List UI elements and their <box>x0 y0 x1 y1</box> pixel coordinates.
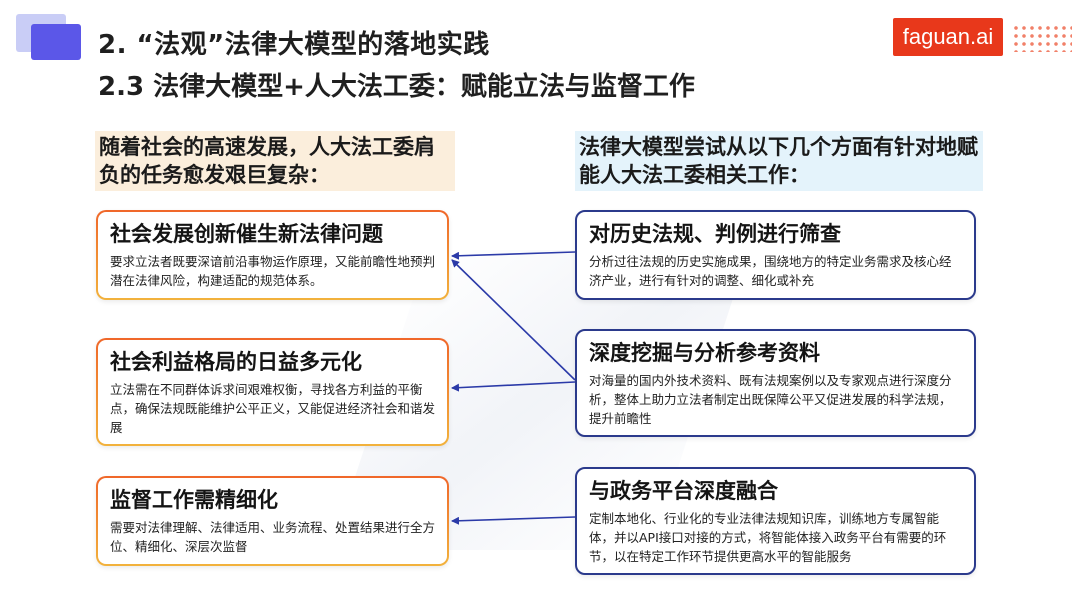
left-card-3: 监督工作需精细化 需要对法律理解、法律适用、业务流程、处置结果进行全方位、精细化… <box>96 476 449 566</box>
left-card-2-title: 社会利益格局的日益多元化 <box>110 350 362 374</box>
right-card-3-title: 与政务平台深度融合 <box>589 479 778 503</box>
arrow-2-to-left-2 <box>451 381 576 392</box>
right-card-3-body: 定制本地化、行业化的专业法律法规知识库，训练地方专属智能体，并以API接口对接的… <box>589 511 947 564</box>
right-intro: 法律大模型尝试从以下几个方面有针对地赋能人大法工委相关工作： <box>575 131 983 191</box>
right-card-1-title: 对历史法规、判例进行筛查 <box>589 222 841 246</box>
arrow-3-to-left-3 <box>451 516 576 525</box>
page-title: 2. “法观”法律大模型的落地实践 <box>98 30 490 60</box>
left-card-2: 社会利益格局的日益多元化 立法需在不同群体诉求间艰难权衡，寻找各方利益的平衡点，… <box>96 338 449 446</box>
right-card-3: 与政务平台深度融合 定制本地化、行业化的专业法律法规知识库，训练地方专属智能体，… <box>575 467 976 575</box>
left-card-3-title: 监督工作需精细化 <box>110 488 278 512</box>
right-card-1: 对历史法规、判例进行筛查 分析过往法规的历史实施成果，围绕地方的特定业务需求及核… <box>575 210 976 300</box>
left-card-1: 社会发展创新催生新法律问题 要求立法者既要深谙前沿事物运作原理，又能前瞻性地预判… <box>96 210 449 300</box>
right-card-1-body: 分析过往法规的历史实施成果，围绕地方的特定业务需求及核心经济产业，进行有针对的调… <box>589 254 952 288</box>
left-card-2-body: 立法需在不同群体诉求间艰难权衡，寻找各方利益的平衡点，确保法规既能维护公平正义，… <box>110 382 436 435</box>
right-card-2: 深度挖掘与分析参考资料 对海量的国内外技术资料、既有法规案例以及专家观点进行深度… <box>575 329 976 437</box>
logo-square-front <box>31 24 81 60</box>
brand-logo: faguan.ai <box>893 18 1003 56</box>
left-card-1-title: 社会发展创新催生新法律问题 <box>110 222 383 246</box>
right-card-2-title: 深度挖掘与分析参考资料 <box>589 341 820 365</box>
right-card-2-body: 对海量的国内外技术资料、既有法规案例以及专家观点进行深度分析，整体上助力立法者制… <box>589 373 952 426</box>
left-intro: 随着社会的高速发展，人大法工委肩负的任务愈发艰巨复杂： <box>95 131 455 191</box>
arrow-2-to-left-1 <box>451 259 576 381</box>
left-card-3-body: 需要对法律理解、法律适用、业务流程、处置结果进行全方位、精细化、深层次监督 <box>110 520 436 554</box>
dots-decoration <box>1012 24 1072 52</box>
arrow-1-to-left-1 <box>451 251 576 260</box>
left-card-1-body: 要求立法者既要深谙前沿事物运作原理，又能前瞻性地预判潜在法律风险，构建适配的规范… <box>110 254 436 288</box>
page-subtitle: 2.3 法律大模型+人大法工委：赋能立法与监督工作 <box>98 72 695 102</box>
